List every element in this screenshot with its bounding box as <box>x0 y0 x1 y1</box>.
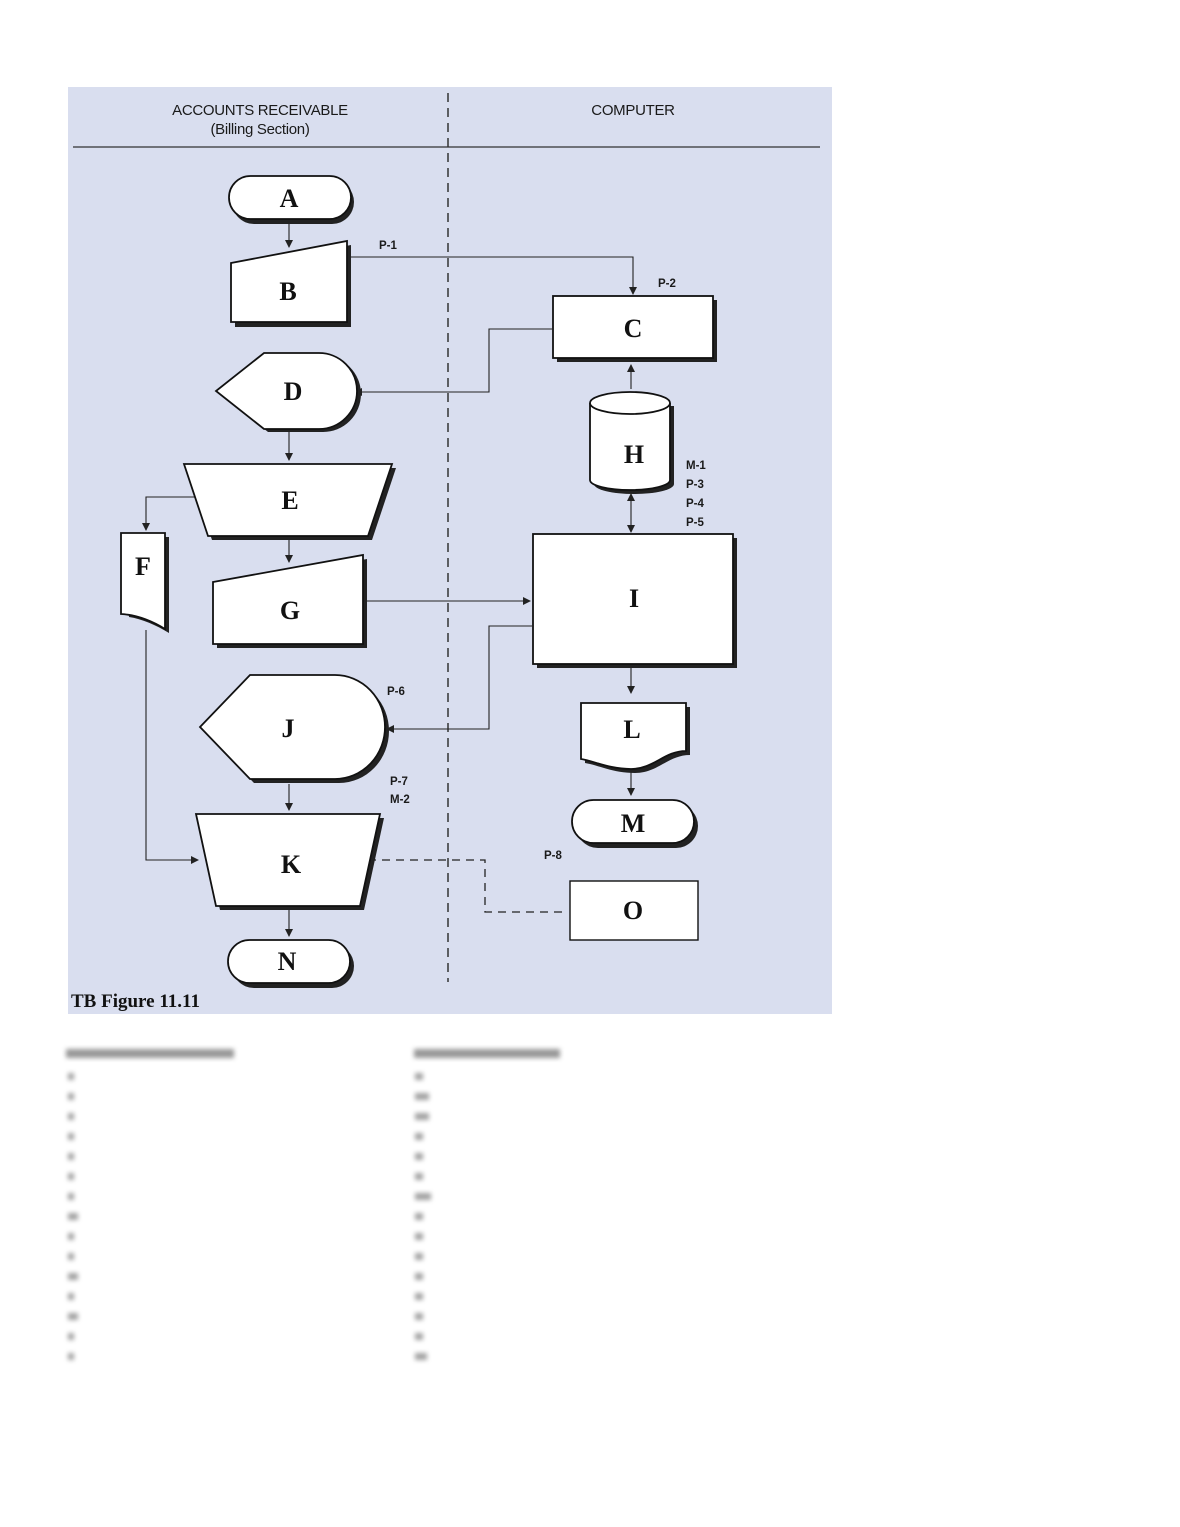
dashed-annotation-link <box>368 859 568 913</box>
shape-label-g: G <box>280 596 300 625</box>
lane-title-computer: COMPUTER <box>591 102 675 119</box>
code-m2: M-2 <box>390 794 410 806</box>
lane-title-accounts-receivable: ACCOUNTS RECEIVABLE <box>172 102 348 119</box>
shape-label-f: F <box>135 552 151 581</box>
shape-label-e: E <box>281 486 298 515</box>
shape-label-h: H <box>624 440 644 469</box>
code-p1: P-1 <box>379 240 398 252</box>
process-c: C <box>552 295 717 362</box>
shape-label-n: N <box>278 947 297 976</box>
code-p7: P-7 <box>390 776 408 788</box>
blurred-text-placeholder <box>66 1049 560 1360</box>
terminal-a: A <box>228 175 354 224</box>
shape-label-b: B <box>279 277 296 306</box>
shape-label-a: A <box>280 184 299 213</box>
figure-caption: TB Figure 11.11 <box>71 991 200 1012</box>
code-p8: P-8 <box>544 850 563 862</box>
disk-storage-h: H <box>589 391 674 494</box>
shape-label-k: K <box>281 850 302 879</box>
manual-operation-k: K <box>194 813 384 910</box>
display-j: J <box>198 674 389 783</box>
manual-input-b: B <box>230 239 351 327</box>
display-d: D <box>214 352 361 432</box>
document-l: L <box>580 702 690 773</box>
lane-subtitle-billing-section: (Billing Section) <box>210 121 309 138</box>
terminal-m: M <box>571 799 698 848</box>
flow-lines <box>142 221 637 937</box>
code-p6: P-6 <box>387 686 405 698</box>
terminal-n: N <box>227 939 354 988</box>
shape-label-l: L <box>623 715 640 744</box>
shape-label-o: O <box>623 896 643 925</box>
shape-label-d: D <box>284 377 303 406</box>
manual-input-g: G <box>212 553 367 648</box>
manual-operation-e: E <box>182 463 396 540</box>
blurred-answer-table <box>66 1043 626 1373</box>
annotation-o: O <box>569 880 699 941</box>
svg-text:M-1: M-1 <box>686 460 706 472</box>
svg-text:P-3: P-3 <box>686 479 704 491</box>
shape-label-j: J <box>282 714 295 743</box>
process-i: I <box>532 533 737 668</box>
svg-text:P-4: P-4 <box>686 498 705 510</box>
document-f: F <box>120 532 169 633</box>
flowchart-figure: ACCOUNTS RECEIVABLE (Billing Section) CO… <box>68 87 832 1014</box>
svg-text:P-5: P-5 <box>686 517 705 529</box>
shape-label-m: M <box>621 809 646 838</box>
code-p2: P-2 <box>658 278 676 290</box>
shape-label-i: I <box>629 584 639 613</box>
shape-label-c: C <box>624 314 643 343</box>
codes-h-block: M-1 P-3 P-4 P-5 <box>686 460 706 529</box>
